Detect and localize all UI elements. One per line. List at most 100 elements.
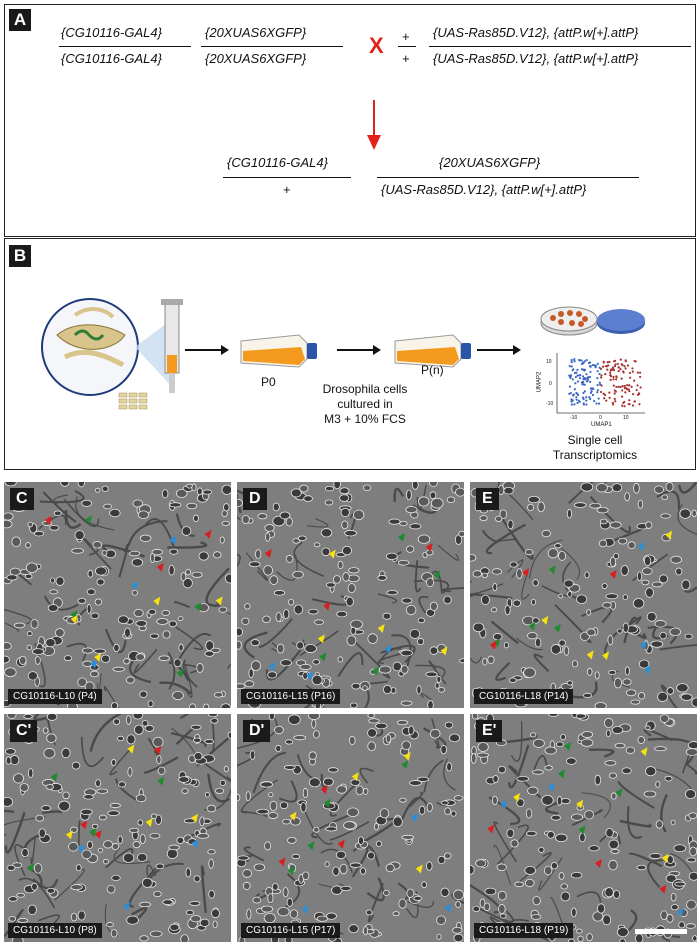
culture-line-3: M3 + 10% FCS <box>324 412 406 426</box>
umap-point-blue <box>582 403 586 406</box>
micrograph-texture <box>470 714 697 942</box>
umap-point-red <box>617 385 620 388</box>
micrograph-e-prime: E' CG10116-L18 (P19) <box>470 714 697 942</box>
umap-point-red <box>638 403 641 406</box>
umap-point-red <box>628 371 631 375</box>
umap-point-red <box>612 384 615 387</box>
umap-point-blue <box>572 368 575 371</box>
umap-point-blue <box>596 377 599 380</box>
umap-point-blue <box>596 362 599 365</box>
cross-result-arrow <box>373 100 375 138</box>
umap-point-red <box>619 367 622 371</box>
umap-point-red <box>613 392 616 395</box>
panel-b: B P0 P(n) Drosophila cells cultured in M <box>4 238 696 470</box>
flask-pn-icon <box>394 334 471 368</box>
umap-point-blue <box>581 375 585 378</box>
umap-point-blue <box>582 398 585 401</box>
umap-point-red <box>606 368 609 371</box>
umap-point-red <box>615 375 618 378</box>
umap-point-red <box>609 371 612 374</box>
umap-point-blue <box>578 359 581 362</box>
umap-point-blue <box>570 403 573 406</box>
umap-point-blue <box>598 381 601 384</box>
umap-point-red <box>630 385 633 388</box>
umap-y-tick-3: -10 <box>546 401 554 407</box>
plus-numerator: + <box>402 29 410 44</box>
umap-point-red <box>624 359 627 362</box>
umap-point-blue <box>573 359 576 362</box>
cross-symbol: X <box>369 33 384 58</box>
umap-point-red <box>612 378 615 381</box>
umap-point-red <box>629 376 632 379</box>
umap-point-blue <box>577 399 580 402</box>
umap-x-tick-3: 10 <box>623 415 629 421</box>
umap-point-red <box>626 384 629 387</box>
umap-point-blue <box>580 359 583 362</box>
panel-b-tag: B <box>9 245 31 267</box>
umap-point-blue <box>589 397 592 401</box>
umap-point-red <box>617 366 620 369</box>
umap-point-red <box>619 385 622 389</box>
scale-bar <box>635 929 687 934</box>
panel-a-tag: A <box>9 9 31 31</box>
umap-point-red <box>600 374 603 377</box>
micrograph-d-prime: D' CG10116-L15 (P17) <box>237 714 464 942</box>
umap-point-blue <box>576 368 579 371</box>
arrow-to-pn-icon <box>337 345 381 355</box>
umap-point-red <box>631 370 634 373</box>
umap-point-blue <box>588 375 591 379</box>
culture-dishes-icon <box>540 306 645 336</box>
micrograph-tag: D' <box>243 720 271 742</box>
umap-point-red <box>621 385 624 388</box>
umap-y-label: UMAP2 <box>536 371 543 393</box>
umap-point-blue <box>568 365 571 368</box>
umap-plot <box>556 353 645 414</box>
umap-point-blue <box>583 360 586 363</box>
umap-point-red <box>624 367 627 370</box>
umap-point-red <box>639 371 642 374</box>
umap-point-blue <box>581 361 585 364</box>
umap-point-red <box>610 368 614 371</box>
umap-point-red <box>615 385 618 389</box>
flask-p0-icon <box>240 334 317 368</box>
micrograph-tag: C' <box>10 720 38 742</box>
umap-point-blue <box>573 388 576 391</box>
result-right-denominator: {UAS-Ras85D.V12}, {attP.w[+].attP} <box>381 182 587 197</box>
arrow-to-sequencing-icon <box>477 345 521 355</box>
umap-point-blue <box>590 387 594 390</box>
micrograph-texture <box>237 714 464 942</box>
umap-point-blue <box>590 389 593 393</box>
umap-point-red <box>612 375 615 379</box>
umap-point-red <box>613 360 616 363</box>
umap-point-blue <box>578 374 581 377</box>
umap-point-red <box>628 403 631 406</box>
umap-point-red <box>633 359 636 363</box>
umap-point-blue <box>571 394 575 397</box>
umap-point-blue <box>589 370 592 374</box>
umap-point-red <box>623 365 626 368</box>
umap-point-blue <box>575 398 578 401</box>
left-parent-denominator: {CG10116-GAL4} <box>61 51 162 66</box>
umap-point-red <box>604 393 607 397</box>
umap-point-blue <box>586 379 589 382</box>
umap-point-red <box>612 369 616 372</box>
umap-point-red <box>614 363 617 366</box>
umap-point-red <box>619 358 622 361</box>
umap-point-red <box>628 384 631 387</box>
umap-point-blue <box>585 399 588 402</box>
umap-point-red <box>626 364 630 367</box>
umap-point-red <box>621 389 624 392</box>
umap-point-blue <box>587 361 591 365</box>
result-left-numerator: {CG10116-GAL4} <box>227 155 328 170</box>
umap-point-blue <box>576 374 579 377</box>
micrograph-texture <box>470 482 697 708</box>
umap-point-blue <box>582 391 585 395</box>
umap-point-blue <box>582 383 585 386</box>
mid-parent-bar <box>201 46 343 47</box>
umap-point-red <box>621 404 624 407</box>
umap-point-blue <box>571 378 574 381</box>
umap-point-blue <box>585 403 588 406</box>
umap-point-red <box>605 399 608 402</box>
umap-point-red <box>631 367 634 370</box>
umap-point-red <box>628 399 631 402</box>
